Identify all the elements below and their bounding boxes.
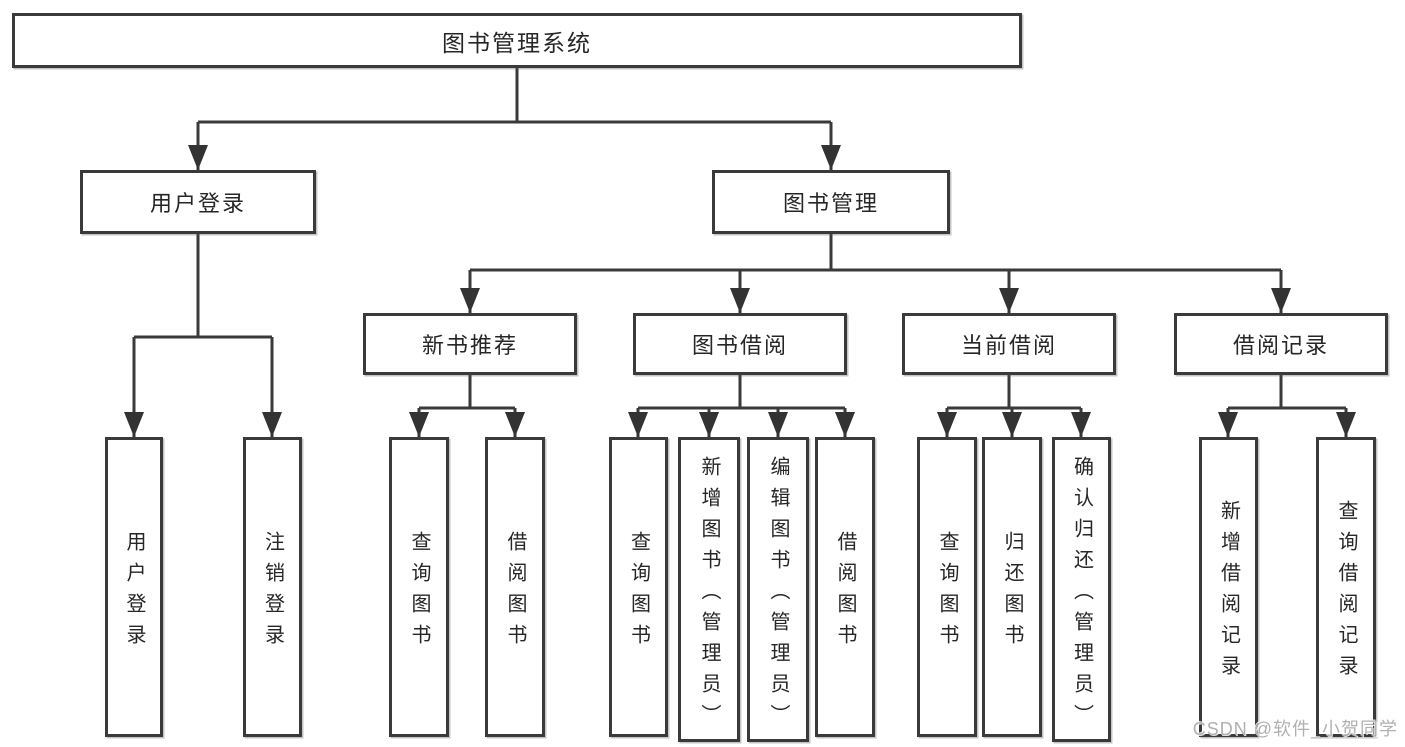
node-book-borrow: 图书借阅 [633,313,847,375]
node-leaf-logout-label: 注销登录 [261,530,284,655]
node-book-management: 图书管理 [712,170,950,234]
node-leaf-return-book: 归还图书 [982,437,1042,737]
csdn-watermark: CSDN @软件_小贺同学 [1192,719,1398,739]
node-leaf-query-book-current: 查询图书 [917,437,977,737]
node-new-book-recommend: 新书推荐 [363,313,577,375]
node-current-borrow: 当前借阅 [902,313,1116,375]
node-borrow-record-label: 借阅记录 [1232,333,1329,358]
node-leaf-confirm-return-admin-label: 确认归还（管理员） [1070,455,1093,735]
node-borrow-record: 借阅记录 [1174,313,1388,375]
node-leaf-borrow-book-recommend: 借阅图书 [485,437,545,737]
node-leaf-edit-book-admin-label: 编辑图书（管理员） [767,455,789,735]
node-leaf-add-book-admin: 新增图书（管理员） [678,437,740,742]
node-leaf-borrow-book-label: 借阅图书 [834,530,856,655]
node-leaf-query-borrow-record: 查询借阅记录 [1316,437,1376,737]
node-leaf-user-login: 用户登录 [105,437,163,737]
node-book-borrow-label: 图书借阅 [691,333,788,358]
node-leaf-edit-book-admin: 编辑图书（管理员） [747,437,809,742]
node-leaf-query-borrow-record-label: 查询借阅记录 [1335,499,1357,686]
node-leaf-query-book-borrow-label: 查询图书 [627,530,650,655]
node-leaf-query-book-recommend: 查询图书 [389,437,449,737]
node-leaf-borrow-book: 借阅图书 [815,437,875,737]
node-leaf-add-borrow-record: 新增借阅记录 [1199,437,1258,737]
node-leaf-query-book-current-label: 查询图书 [936,530,958,655]
node-leaf-add-book-admin-label: 新增图书（管理员） [698,455,720,735]
node-current-borrow-label: 当前借阅 [960,333,1057,358]
node-leaf-return-book-label: 归还图书 [1001,530,1023,655]
node-leaf-user-login-label: 用户登录 [123,530,145,655]
node-leaf-logout: 注销登录 [243,437,302,737]
node-book-management-label: 图书管理 [782,191,879,216]
node-leaf-add-borrow-record-label: 新增借阅记录 [1217,499,1240,686]
node-leaf-borrow-book-recommend-label: 借阅图书 [504,530,526,655]
connector-skeleton [134,68,1346,410]
node-root-label: 图书管理系统 [442,29,592,56]
node-new-book-recommend-label: 新书推荐 [421,333,518,358]
node-leaf-confirm-return-admin: 确认归还（管理员） [1052,437,1111,742]
node-leaf-query-book-recommend-label: 查询图书 [408,530,430,655]
node-root: 图书管理系统 [12,13,1022,68]
node-leaf-query-book-borrow: 查询图书 [609,437,668,737]
node-user-login-label: 用户登录 [149,191,246,216]
node-user-login: 用户登录 [80,170,316,234]
